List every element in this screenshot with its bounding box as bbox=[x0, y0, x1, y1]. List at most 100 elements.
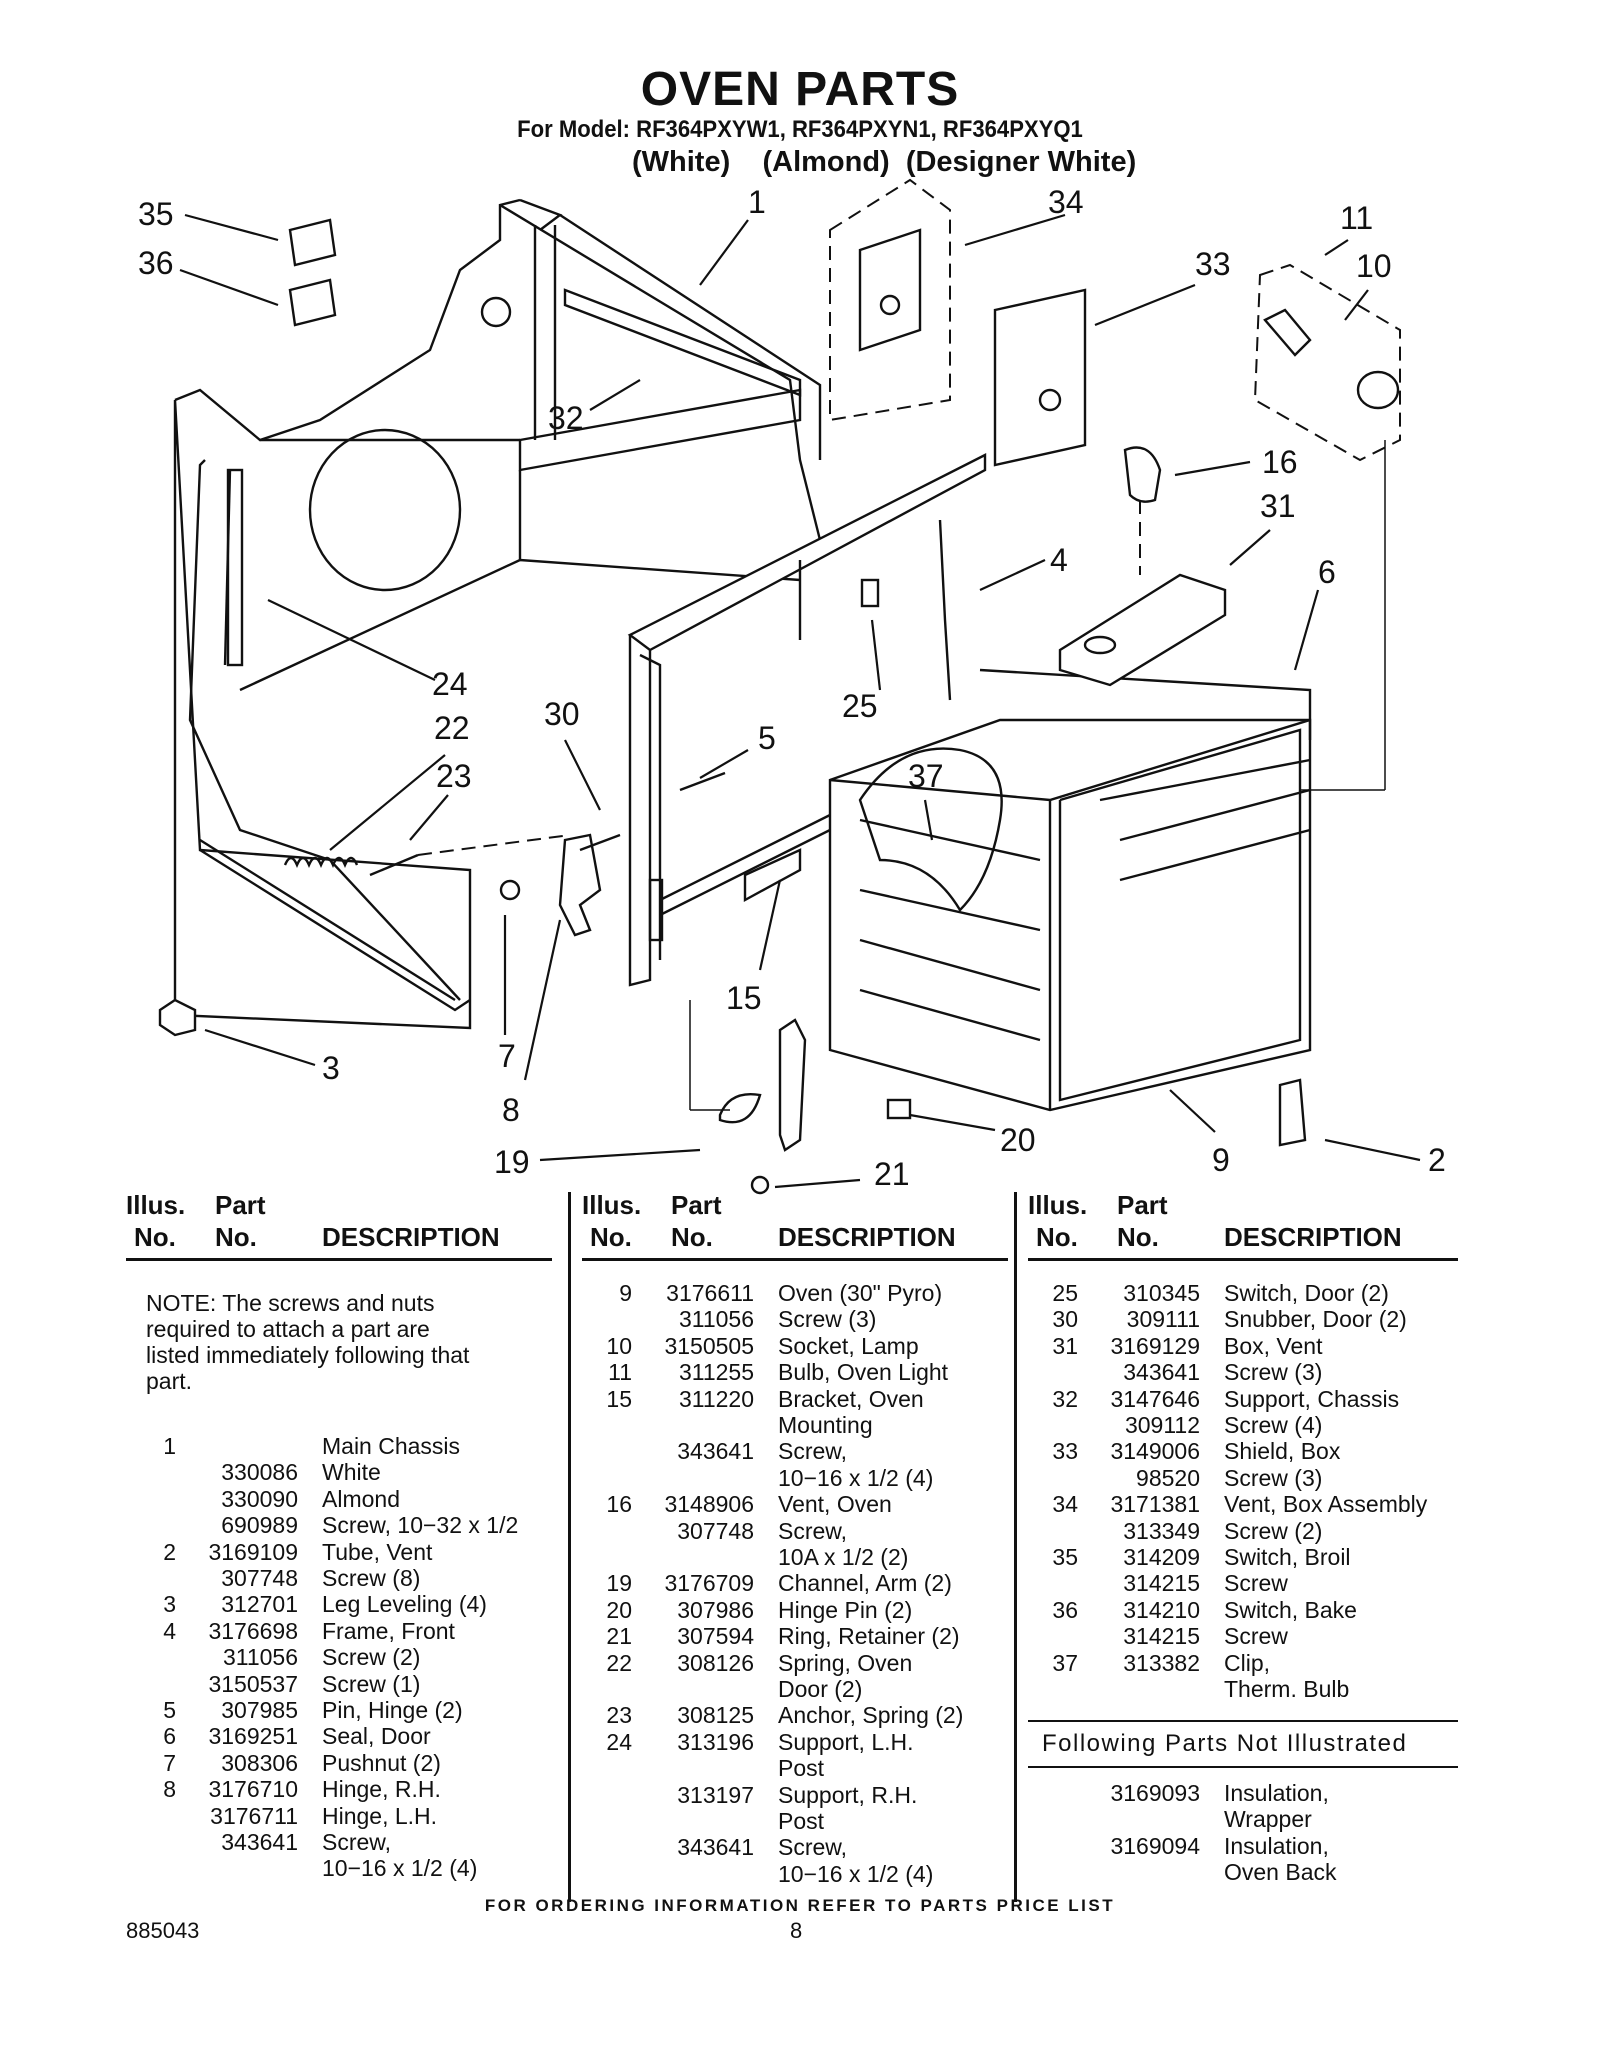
callout-37: 37 bbox=[908, 758, 944, 794]
part-description: Insulation, bbox=[1224, 1832, 1329, 1859]
illus-number: 15 bbox=[606, 1385, 632, 1412]
part-number: 3150537 bbox=[208, 1670, 298, 1697]
callout-5: 5 bbox=[758, 720, 776, 756]
part-number: 308306 bbox=[221, 1749, 298, 1776]
model-colors: (White) (Almond) (Designer White) bbox=[632, 146, 1137, 178]
illus-number: 37 bbox=[1052, 1649, 1078, 1676]
illus-number: 23 bbox=[606, 1702, 632, 1729]
part-number: 690989 bbox=[221, 1512, 298, 1539]
part-description: Screw (4) bbox=[1224, 1412, 1323, 1438]
part-number: 3169129 bbox=[1110, 1332, 1200, 1359]
part-description: 10−16 x 1/2 (4) bbox=[778, 1860, 934, 1887]
illus-number: 1 bbox=[163, 1433, 176, 1459]
col1-part-header: Part bbox=[215, 1190, 266, 1220]
part-number: 307748 bbox=[221, 1565, 298, 1591]
callout-31: 31 bbox=[1260, 488, 1296, 524]
callout-20: 20 bbox=[1000, 1122, 1036, 1158]
col3-part-no-header: No. bbox=[1117, 1222, 1159, 1252]
part-number: 3176710 bbox=[208, 1776, 298, 1803]
part-description: Screw, bbox=[322, 1829, 392, 1855]
part-description: Screw (3) bbox=[1224, 1464, 1323, 1491]
part-number: 343641 bbox=[677, 1438, 754, 1465]
col2-part-header: Part bbox=[671, 1190, 722, 1220]
col2-illus-header: Illus. bbox=[582, 1190, 642, 1220]
callout-35: 35 bbox=[138, 196, 174, 232]
callout-19: 19 bbox=[494, 1144, 530, 1180]
illus-number: 35 bbox=[1052, 1544, 1078, 1570]
callout-33: 33 bbox=[1195, 246, 1231, 282]
part-number: 314210 bbox=[1123, 1596, 1200, 1623]
part-description: Oven (30" Pyro) bbox=[778, 1280, 943, 1306]
part-number: 3149006 bbox=[1110, 1438, 1200, 1465]
callout-34: 34 bbox=[1048, 184, 1084, 220]
part-description: Screw (1) bbox=[322, 1670, 421, 1697]
part-number: 343641 bbox=[677, 1834, 754, 1861]
col2-header-rule bbox=[582, 1258, 1008, 1261]
callout-36: 36 bbox=[138, 245, 174, 281]
part-description: Screw, 10−32 x 1/2 bbox=[322, 1512, 519, 1539]
callout-24: 24 bbox=[432, 666, 468, 702]
part-description: Post bbox=[778, 1808, 825, 1834]
col2-description-header: DESCRIPTION bbox=[778, 1222, 956, 1252]
illus-number: 22 bbox=[606, 1649, 632, 1676]
illus-number: 9 bbox=[619, 1280, 632, 1306]
part-number: 311056 bbox=[222, 1644, 298, 1671]
front-frame-drawing bbox=[627, 453, 987, 987]
part-description: Channel, Arm (2) bbox=[778, 1570, 952, 1597]
part-description: Seal, Door bbox=[322, 1723, 431, 1750]
document-number: 885043 bbox=[126, 1918, 200, 1943]
illus-number: 8 bbox=[163, 1776, 176, 1803]
part-number: 3169251 bbox=[208, 1723, 298, 1750]
part-number: 330090 bbox=[221, 1485, 298, 1512]
part-description: Support, Chassis bbox=[1224, 1385, 1400, 1412]
not-illustrated-top-rule bbox=[1028, 1720, 1458, 1722]
part-description: 10A x 1/2 (2) bbox=[778, 1544, 909, 1570]
col3-illus-no-header: No. bbox=[1036, 1222, 1078, 1252]
illus-number: 21 bbox=[606, 1623, 632, 1650]
callout-23: 23 bbox=[436, 758, 472, 794]
col3-part-header: Part bbox=[1117, 1190, 1168, 1220]
col1-header-rule bbox=[126, 1258, 552, 1261]
part-description: Bracket, Oven bbox=[778, 1385, 924, 1412]
part-number: 311056 bbox=[678, 1306, 754, 1333]
illus-number: 24 bbox=[606, 1728, 632, 1755]
part-description: 10−16 x 1/2 (4) bbox=[322, 1855, 478, 1882]
callout-7: 7 bbox=[498, 1038, 516, 1074]
part-number: 307748 bbox=[677, 1517, 754, 1544]
part-description: Ring, Retainer (2) bbox=[778, 1623, 960, 1650]
part-number: 310345 bbox=[1123, 1280, 1200, 1306]
callout-30: 30 bbox=[544, 696, 580, 732]
part-number: 3171381 bbox=[1110, 1491, 1200, 1518]
callout-22: 22 bbox=[434, 710, 470, 746]
part-number: 3147646 bbox=[1110, 1385, 1200, 1412]
illus-number: 36 bbox=[1052, 1596, 1078, 1623]
part-description: Switch, Door (2) bbox=[1224, 1280, 1389, 1306]
part-number: 3169109 bbox=[208, 1538, 298, 1565]
part-number: 343641 bbox=[1123, 1359, 1200, 1386]
part-description: Screw, bbox=[778, 1517, 848, 1544]
illus-number: 11 bbox=[608, 1359, 632, 1386]
part-number: 308125 bbox=[677, 1702, 754, 1729]
illus-number: 3 bbox=[163, 1591, 176, 1618]
part-number: 3176711 bbox=[210, 1802, 298, 1829]
illus-number: 25 bbox=[1052, 1280, 1078, 1306]
part-number: 343641 bbox=[221, 1829, 298, 1855]
callout-32: 32 bbox=[548, 400, 584, 436]
part-number: 313196 bbox=[677, 1728, 754, 1755]
callout-2: 2 bbox=[1428, 1142, 1446, 1178]
part-description: Screw, bbox=[778, 1438, 848, 1465]
table-note: NOTE: The screws and nuts required to at… bbox=[146, 1290, 470, 1394]
illus-number: 34 bbox=[1052, 1491, 1078, 1518]
part-number: 98520 bbox=[1136, 1464, 1200, 1491]
part-number: 311255 bbox=[678, 1359, 754, 1386]
callout-8: 8 bbox=[502, 1092, 520, 1128]
part-description: Switch, Broil bbox=[1224, 1544, 1351, 1570]
part-number: 309111 bbox=[1126, 1306, 1200, 1333]
part-number: 307986 bbox=[677, 1596, 754, 1623]
part-description: Box, Vent bbox=[1224, 1332, 1323, 1359]
col3-header-rule bbox=[1028, 1258, 1458, 1261]
part-description: Socket, Lamp bbox=[778, 1332, 919, 1359]
part-description: Hinge, L.H. bbox=[322, 1802, 438, 1829]
part-number: 3150505 bbox=[664, 1332, 754, 1359]
col3-description-header: DESCRIPTION bbox=[1224, 1222, 1402, 1252]
